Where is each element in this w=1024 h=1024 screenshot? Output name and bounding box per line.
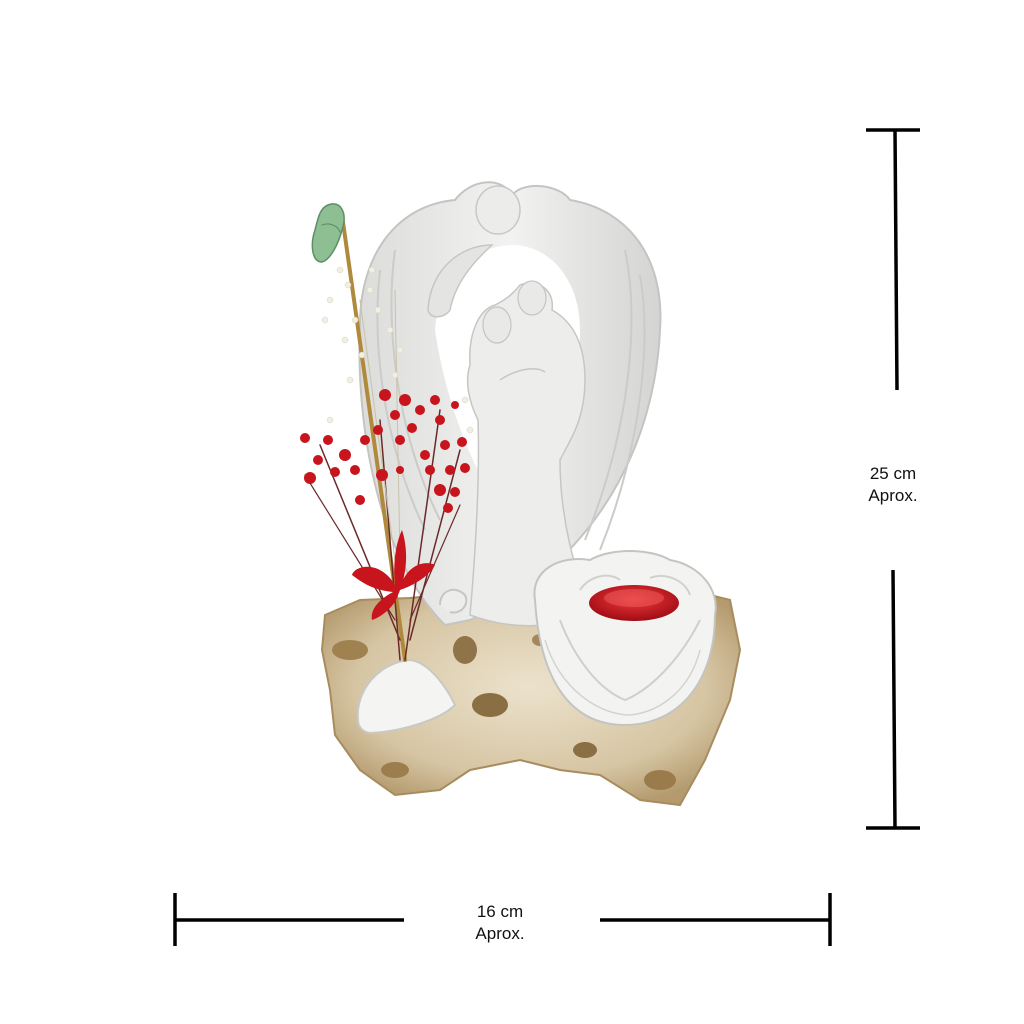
heart-holder [356, 658, 457, 735]
rose-candle-holder [533, 550, 717, 727]
height-note: Aprox. [868, 486, 918, 505]
angel-figure [358, 181, 662, 627]
height-value: 25 cm [869, 464, 917, 483]
height-label: 25 cm Aprox. [848, 463, 938, 507]
width-label: 16 cm Aprox. [450, 901, 550, 945]
width-value: 16 cm [476, 902, 524, 921]
dried-flowers [300, 203, 474, 662]
width-note: Aprox. [475, 924, 525, 943]
